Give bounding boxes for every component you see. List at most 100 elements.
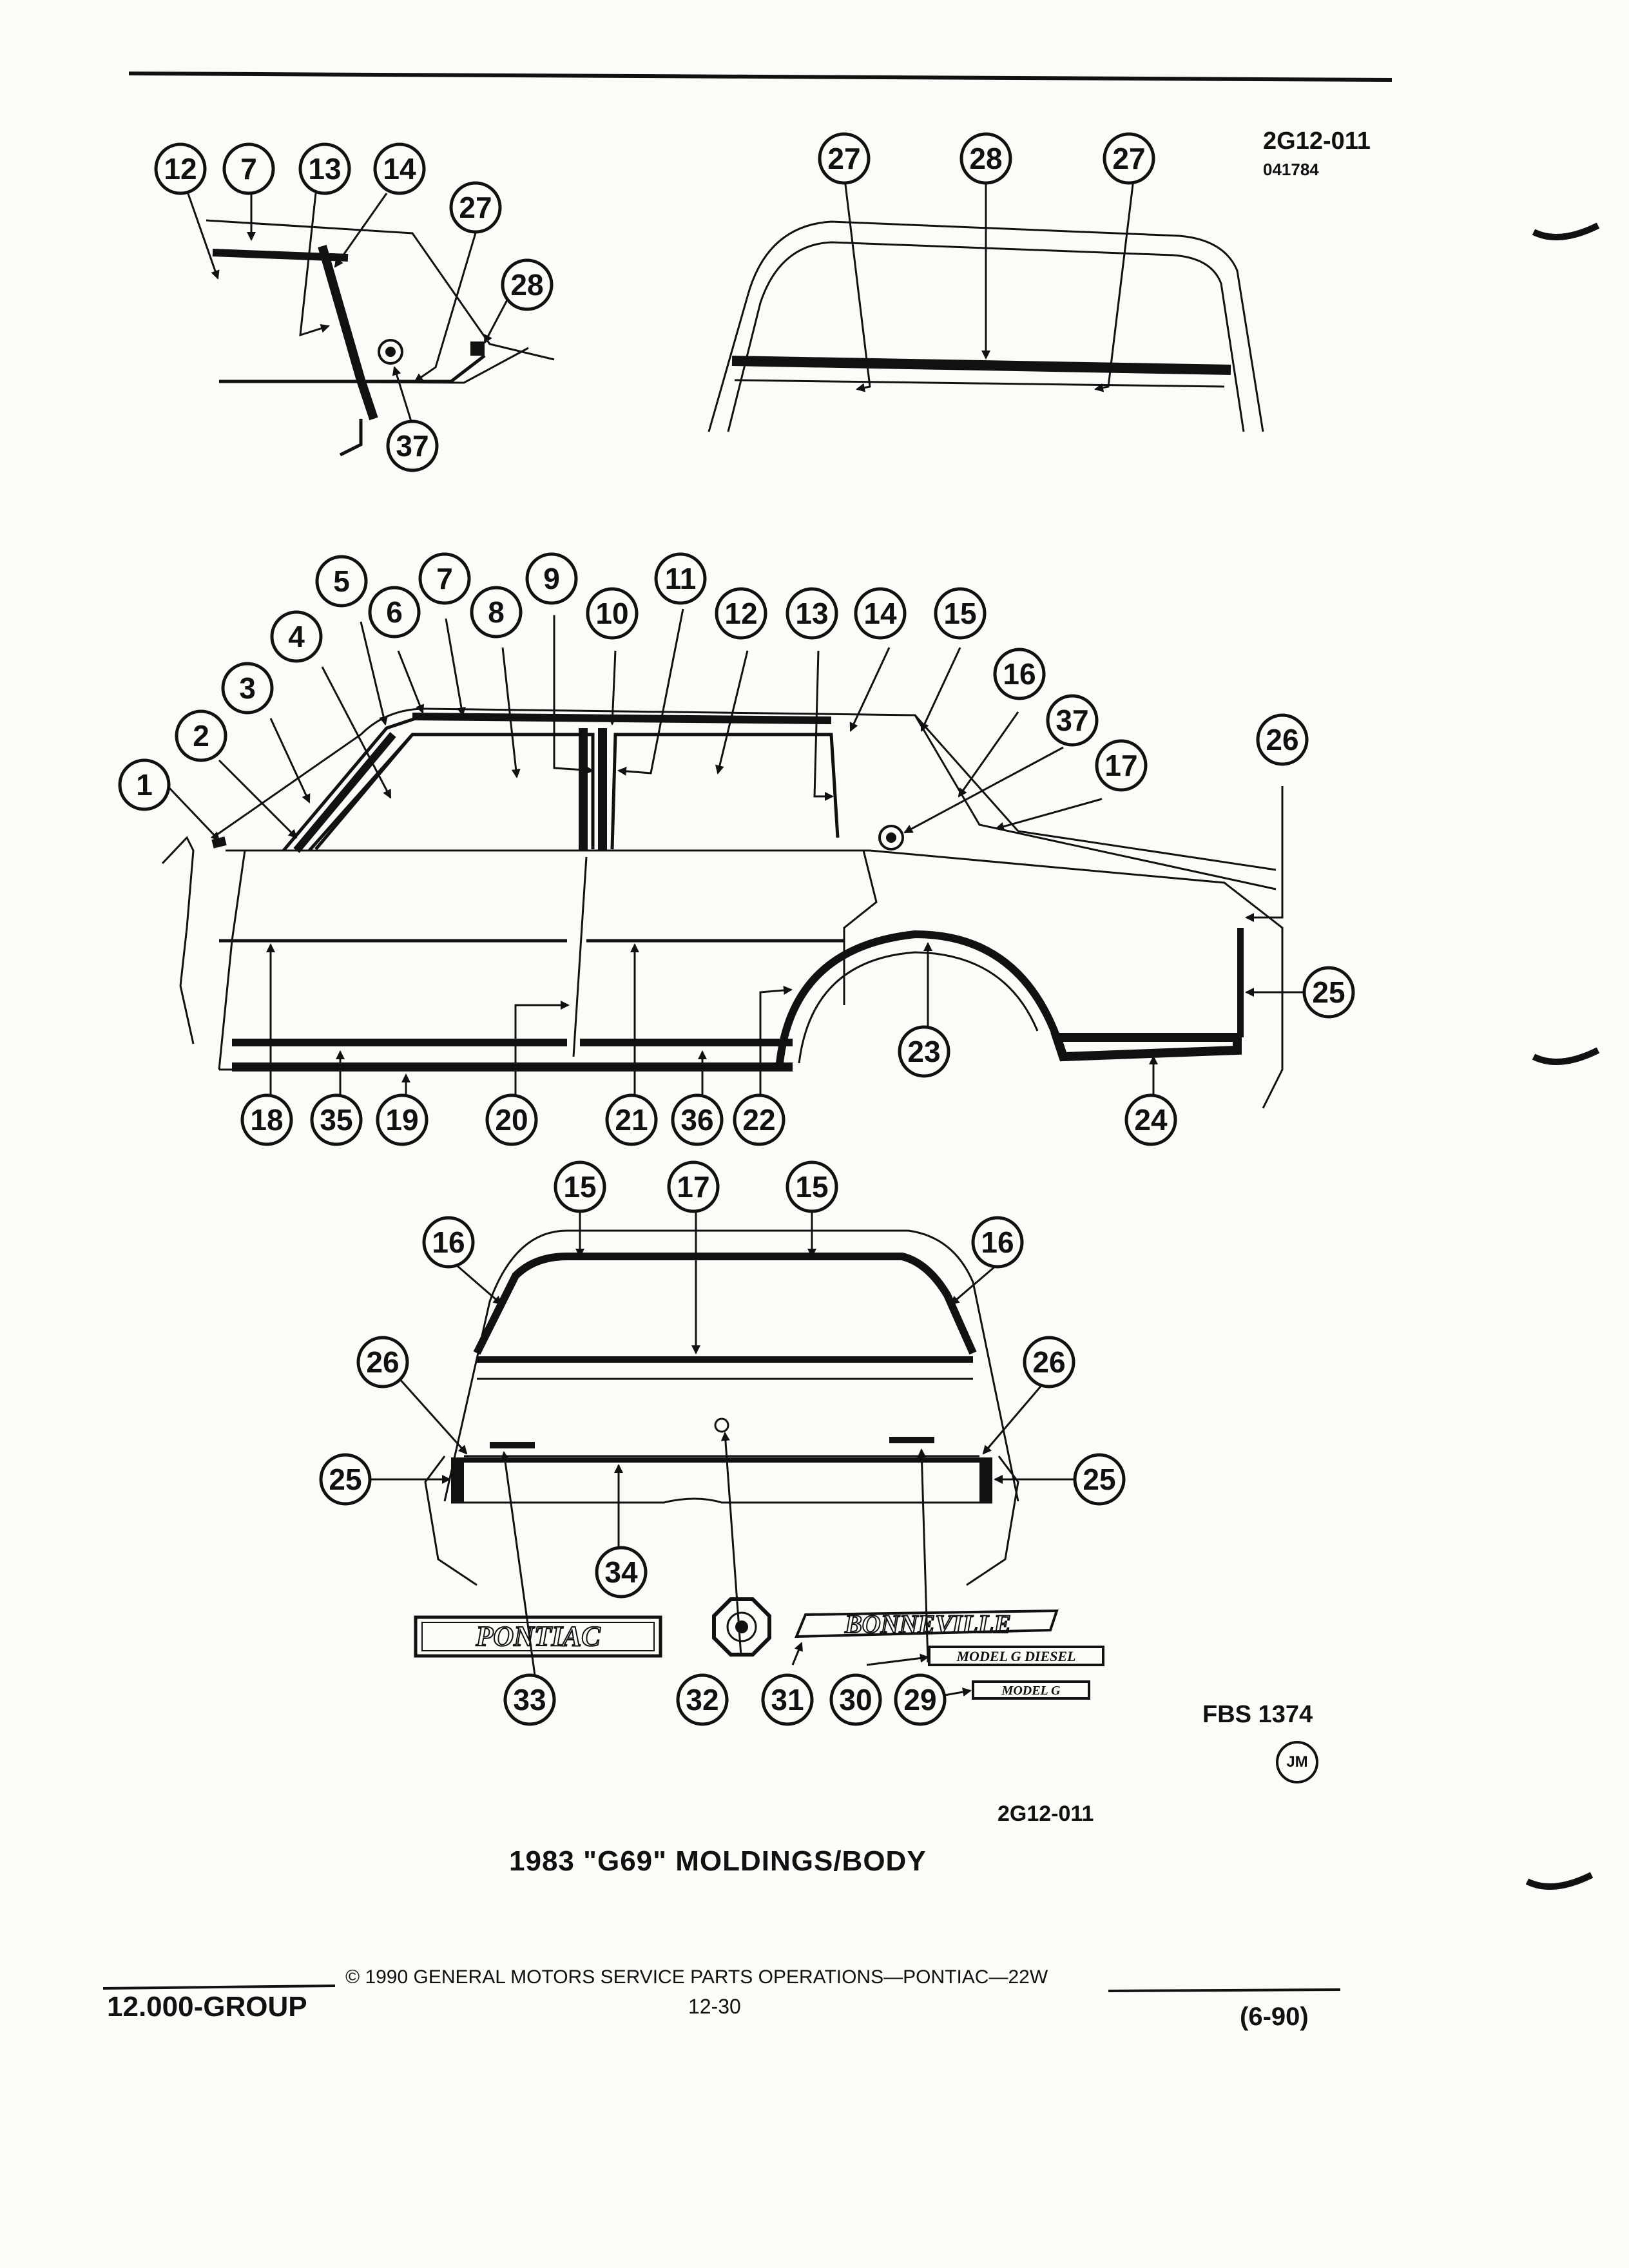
callout: 25 [319,1453,372,1506]
svg-text:13: 13 [795,597,828,630]
svg-text:30: 30 [839,1683,872,1716]
header-rule [128,72,1393,82]
svg-text:16: 16 [432,1225,465,1259]
callout: 2 [175,709,227,762]
callout: 21 [605,1093,658,1146]
svg-text:10: 10 [595,597,628,630]
footer-rule-left [102,1984,336,1990]
callout: 28 [501,258,554,311]
svg-text:23: 23 [907,1035,940,1068]
callout: 9 [525,552,578,605]
callout: 27 [1103,132,1155,185]
svg-text:28: 28 [510,268,543,302]
svg-text:26: 26 [1266,723,1298,756]
svg-text:33: 33 [513,1683,546,1716]
callout: 17 [667,1160,720,1213]
svg-text:26: 26 [366,1345,399,1379]
emblem-crest [712,1597,771,1657]
svg-text:15: 15 [943,597,976,630]
callout: 22 [733,1093,786,1146]
svg-text:7: 7 [240,152,257,186]
svg-text:15: 15 [795,1170,828,1204]
svg-text:14: 14 [863,597,897,630]
binder-marks [1525,222,1600,1890]
callout: 29 [894,1673,947,1726]
callout: 36 [671,1093,724,1146]
callout: 25 [1073,1453,1126,1506]
callout: 23 [898,1025,950,1078]
svg-text:8: 8 [488,595,505,629]
svg-text:17: 17 [1104,749,1137,782]
callout: 18 [240,1093,293,1146]
artist-mark: JM [1276,1741,1318,1783]
callout: 20 [485,1093,538,1146]
callout: 14 [373,142,426,195]
callout: 27 [818,132,871,185]
svg-text:19: 19 [385,1103,418,1137]
side-view [161,707,1284,1109]
callouts-side: 1 2 3 4 5 6 7 8 9 10 11 12 13 14 15 16 3… [118,552,1355,1146]
svg-text:35: 35 [320,1103,352,1137]
callout: 31 [761,1673,814,1726]
svg-text:25: 25 [329,1463,361,1496]
svg-text:27: 27 [827,142,860,175]
callout: 12 [715,587,767,640]
detail-top-right [708,220,1264,432]
svg-text:25: 25 [1083,1463,1115,1496]
callout: 3 [221,662,274,715]
svg-text:28: 28 [969,142,1002,175]
callouts-top-right: 27 28 27 [818,132,1155,185]
callout: 7 [418,552,471,605]
svg-text:16: 16 [981,1225,1014,1259]
callout: 4 [270,610,323,663]
callout: 26 [1256,713,1309,766]
callout: 19 [376,1093,429,1146]
svg-text:24: 24 [1134,1103,1168,1137]
callout: 37 [1046,694,1099,747]
emblem-model-g-diesel-text: MODEL G DIESEL [956,1648,1076,1664]
footer-copyright: © 1990 GENERAL MOTORS SERVICE PARTS OPER… [345,1966,1048,1988]
callout: 30 [829,1673,882,1726]
svg-text:27: 27 [1112,142,1145,175]
callout: 15 [934,587,987,640]
callout: 26 [1023,1336,1075,1389]
leader-lines [166,173,1306,1697]
svg-text:6: 6 [386,595,403,629]
svg-text:12: 12 [164,152,197,186]
footer-page-number: 12-30 [688,1995,741,2018]
callouts-rear: 15 17 15 16 16 26 26 25 25 34 33 32 31 3… [319,1160,1126,1726]
detail-top-left [206,219,555,457]
callout: 1 [118,758,171,811]
fbs-number: FBS 1374 [1202,1701,1313,1728]
svg-text:18: 18 [250,1103,283,1137]
figure-code-bottom: 2G12-011 [998,1802,1094,1826]
svg-text:34: 34 [604,1555,638,1589]
callout: 25 [1302,966,1355,1019]
callout: 32 [676,1673,729,1726]
svg-text:36: 36 [680,1103,713,1137]
svg-text:14: 14 [383,152,416,186]
svg-text:4: 4 [288,620,305,653]
callout: 34 [595,1546,648,1599]
callout: 5 [315,555,368,608]
svg-text:11: 11 [665,562,697,595]
callouts-top-left: 12 7 13 14 27 28 37 [154,142,554,472]
rear-view [424,1229,1019,1586]
emblem-model-g-text: MODEL G [1001,1684,1061,1698]
callout: 37 [386,419,439,472]
svg-text:20: 20 [495,1103,528,1137]
footer-rule-right [1108,1988,1341,1992]
callout: 13 [298,142,351,195]
footer-group: 12.000-GROUP [107,1991,307,2023]
callout: 17 [1095,739,1148,792]
callout: 12 [154,142,207,195]
callout: 16 [993,648,1046,700]
svg-text:13: 13 [308,152,341,186]
emblem-pontiac-text: PONTIAC [475,1620,601,1652]
figure-code-top: 2G12-011 [1263,128,1371,155]
svg-text:7: 7 [436,562,453,595]
callout: 7 [222,142,275,195]
callout: 26 [356,1336,409,1389]
callout: 16 [971,1216,1024,1269]
